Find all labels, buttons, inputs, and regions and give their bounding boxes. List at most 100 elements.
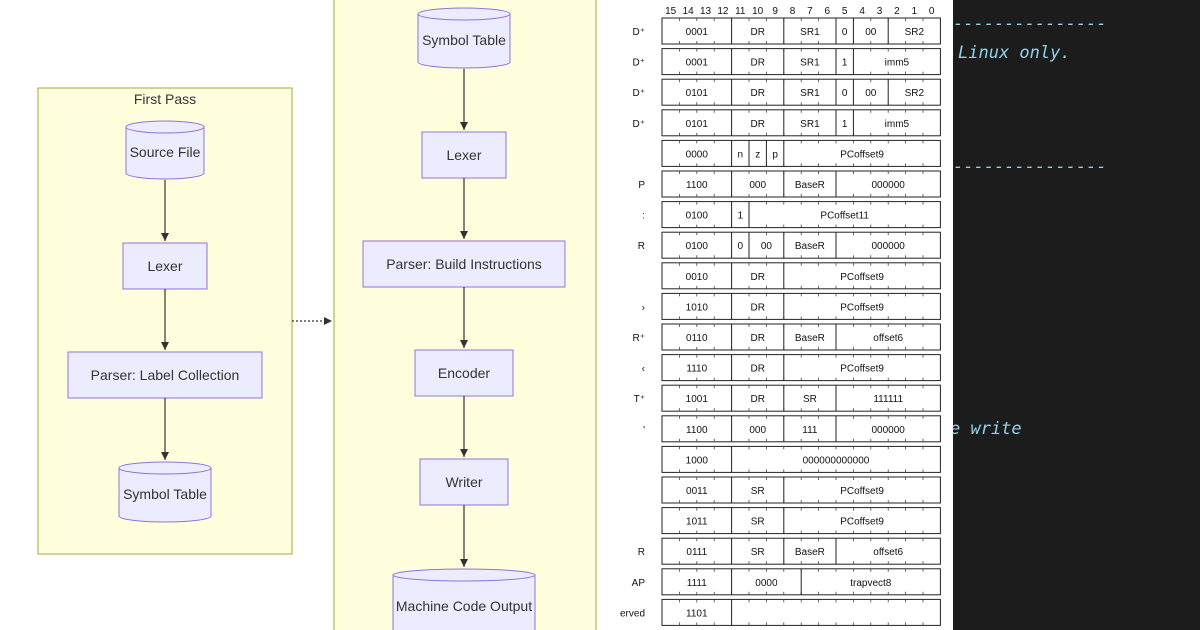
field-value: PCoffset9 <box>840 486 884 497</box>
bit-header: 3 <box>877 6 883 17</box>
opcode-label: ‹ <box>642 364 645 375</box>
opcode-label: D⁺ <box>633 27 646 38</box>
bit-header: 14 <box>683 6 695 17</box>
parser-label-collection-node-label: Parser: Label Collection <box>91 367 240 383</box>
bit-header: 12 <box>717 6 729 17</box>
field-value: 0100 <box>686 241 709 252</box>
field-value: offset6 <box>873 547 903 558</box>
terminal-text-line: e write <box>953 419 1022 439</box>
opcode-label: › <box>642 302 645 313</box>
encoder-node-label: Encoder <box>438 365 490 381</box>
field-value: SR1 <box>800 88 820 99</box>
field-value: 1111 <box>687 578 707 589</box>
machine-code-output-node-label: Machine Code Output <box>396 598 532 614</box>
field-value: 1010 <box>686 302 709 313</box>
opcode-label: AP <box>632 578 646 589</box>
encoding-row-box <box>661 598 941 626</box>
field-value: SR <box>751 486 765 497</box>
field-value: BaseR <box>795 241 825 252</box>
source-file-node-label: Source File <box>130 144 201 160</box>
opcode-label: R <box>638 241 645 252</box>
bit-header: 0 <box>929 6 935 17</box>
field-value: PCoffset9 <box>840 302 884 313</box>
bit-header: 13 <box>700 6 712 17</box>
opcode-label: D⁺ <box>633 88 646 99</box>
field-value: 1100 <box>686 425 708 436</box>
field-value: DR <box>750 27 764 38</box>
field-value: SR1 <box>800 58 820 69</box>
field-value: 111111 <box>873 394 903 405</box>
field-value: PCoffset11 <box>820 211 869 222</box>
lexer-node-first-label: Lexer <box>147 258 182 274</box>
machine-code-output-node-rim <box>392 574 536 582</box>
field-value: SR <box>751 517 765 528</box>
field-value: 0000 <box>755 578 778 589</box>
field-value: 1 <box>842 119 848 130</box>
field-value: imm5 <box>885 119 910 130</box>
field-value: 0 <box>842 88 848 99</box>
opcode-label: erved <box>620 608 645 619</box>
bit-header: 6 <box>825 6 831 17</box>
encoding-row-box <box>661 109 941 137</box>
writer-node <box>419 458 509 506</box>
field-value: imm5 <box>885 58 910 69</box>
encoder-node <box>414 349 514 397</box>
field-value: 1 <box>842 58 848 69</box>
field-value: SR1 <box>800 119 820 130</box>
field-value: 1110 <box>686 364 707 375</box>
field-value: SR <box>751 547 765 558</box>
field-value: 0010 <box>686 272 709 283</box>
bit-header: 5 <box>842 6 848 17</box>
field-value: PCoffset9 <box>840 272 884 283</box>
field-value: offset6 <box>873 333 903 344</box>
field-value: DR <box>750 88 764 99</box>
source-file-node-rim <box>125 126 205 134</box>
field-value: 0100 <box>686 211 709 222</box>
field-value: DR <box>750 58 764 69</box>
symbol-table-node-first <box>118 461 212 523</box>
encoding-row-box <box>661 292 941 320</box>
field-value: 00 <box>865 88 877 99</box>
field-value: 1100 <box>686 180 708 191</box>
field-value: 1001 <box>686 394 709 405</box>
encoding-row-box <box>661 507 941 535</box>
field-value: 00 <box>865 27 877 38</box>
bit-header: 1 <box>912 6 918 17</box>
encoding-row-box <box>661 415 941 443</box>
symbol-table-node-first-rim <box>118 467 212 475</box>
opcode-label: D⁺ <box>633 119 646 130</box>
field-value: 1101 <box>686 608 708 619</box>
lexer-node-second <box>421 131 507 179</box>
opcode-label: T⁺ <box>634 394 645 405</box>
field-value: PCoffset9 <box>840 149 884 160</box>
field-value: 0011 <box>686 486 708 497</box>
field-value: 1 <box>738 211 744 222</box>
field-value: SR <box>803 394 817 405</box>
field-value: 0101 <box>686 88 709 99</box>
field-value: 111 <box>802 425 818 436</box>
field-value: 0000 <box>686 149 709 160</box>
first-pass-title: First Pass <box>134 91 196 107</box>
field-value: SR1 <box>800 27 820 38</box>
field-value: DR <box>750 119 764 130</box>
field-value: 000 <box>749 180 766 191</box>
field-value: 0110 <box>686 333 708 344</box>
symbol-table-node-second <box>417 7 511 69</box>
symbol-table-node-second-rim <box>417 13 511 21</box>
field-value: BaseR <box>795 333 825 344</box>
encoding-row-box <box>661 170 941 198</box>
field-value: DR <box>750 333 764 344</box>
